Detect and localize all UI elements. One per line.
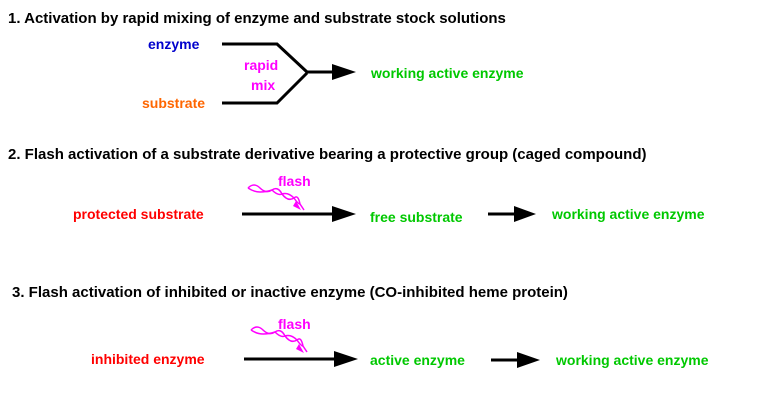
substrate-label: substrate bbox=[142, 95, 206, 111]
flash3-label: flash bbox=[278, 316, 311, 332]
flash2-label: flash bbox=[278, 173, 311, 189]
enzyme-label: enzyme bbox=[148, 36, 200, 52]
section2-heading: 2. Flash activation of a substrate deriv… bbox=[8, 146, 647, 163]
flash-arrow2-head bbox=[332, 206, 356, 222]
section3-product: working active enzyme bbox=[556, 352, 709, 368]
inhibited-enzyme-label: inhibited enzyme bbox=[91, 351, 205, 367]
mix-label: mix bbox=[251, 77, 276, 93]
flash-arrowhead3-icon bbox=[296, 344, 304, 353]
flash-arrowhead2-icon bbox=[293, 201, 301, 210]
substrate-line bbox=[222, 71, 309, 105]
protected-substrate-label: protected substrate bbox=[73, 206, 204, 222]
flash-arrow3-head bbox=[334, 351, 358, 367]
section1-heading: 1. Activation by rapid mixing of enzyme … bbox=[8, 10, 506, 27]
step-arrow3-head bbox=[517, 352, 540, 368]
step-arrow2-head bbox=[514, 206, 536, 222]
free-substrate-label: free substrate bbox=[370, 209, 463, 225]
active-enzyme-label: active enzyme bbox=[370, 352, 465, 368]
rapid-label: rapid bbox=[244, 57, 279, 73]
mix-arrow-head bbox=[332, 64, 356, 80]
section3-heading: 3. Flash activation of inhibited or inac… bbox=[12, 284, 568, 301]
flash-wave2-icon bbox=[247, 184, 305, 211]
section2-product: working active enzyme bbox=[552, 206, 705, 222]
flash-wave3-icon bbox=[250, 326, 308, 353]
section1-product: working active enzyme bbox=[371, 65, 524, 81]
enzyme-line bbox=[222, 42, 309, 74]
